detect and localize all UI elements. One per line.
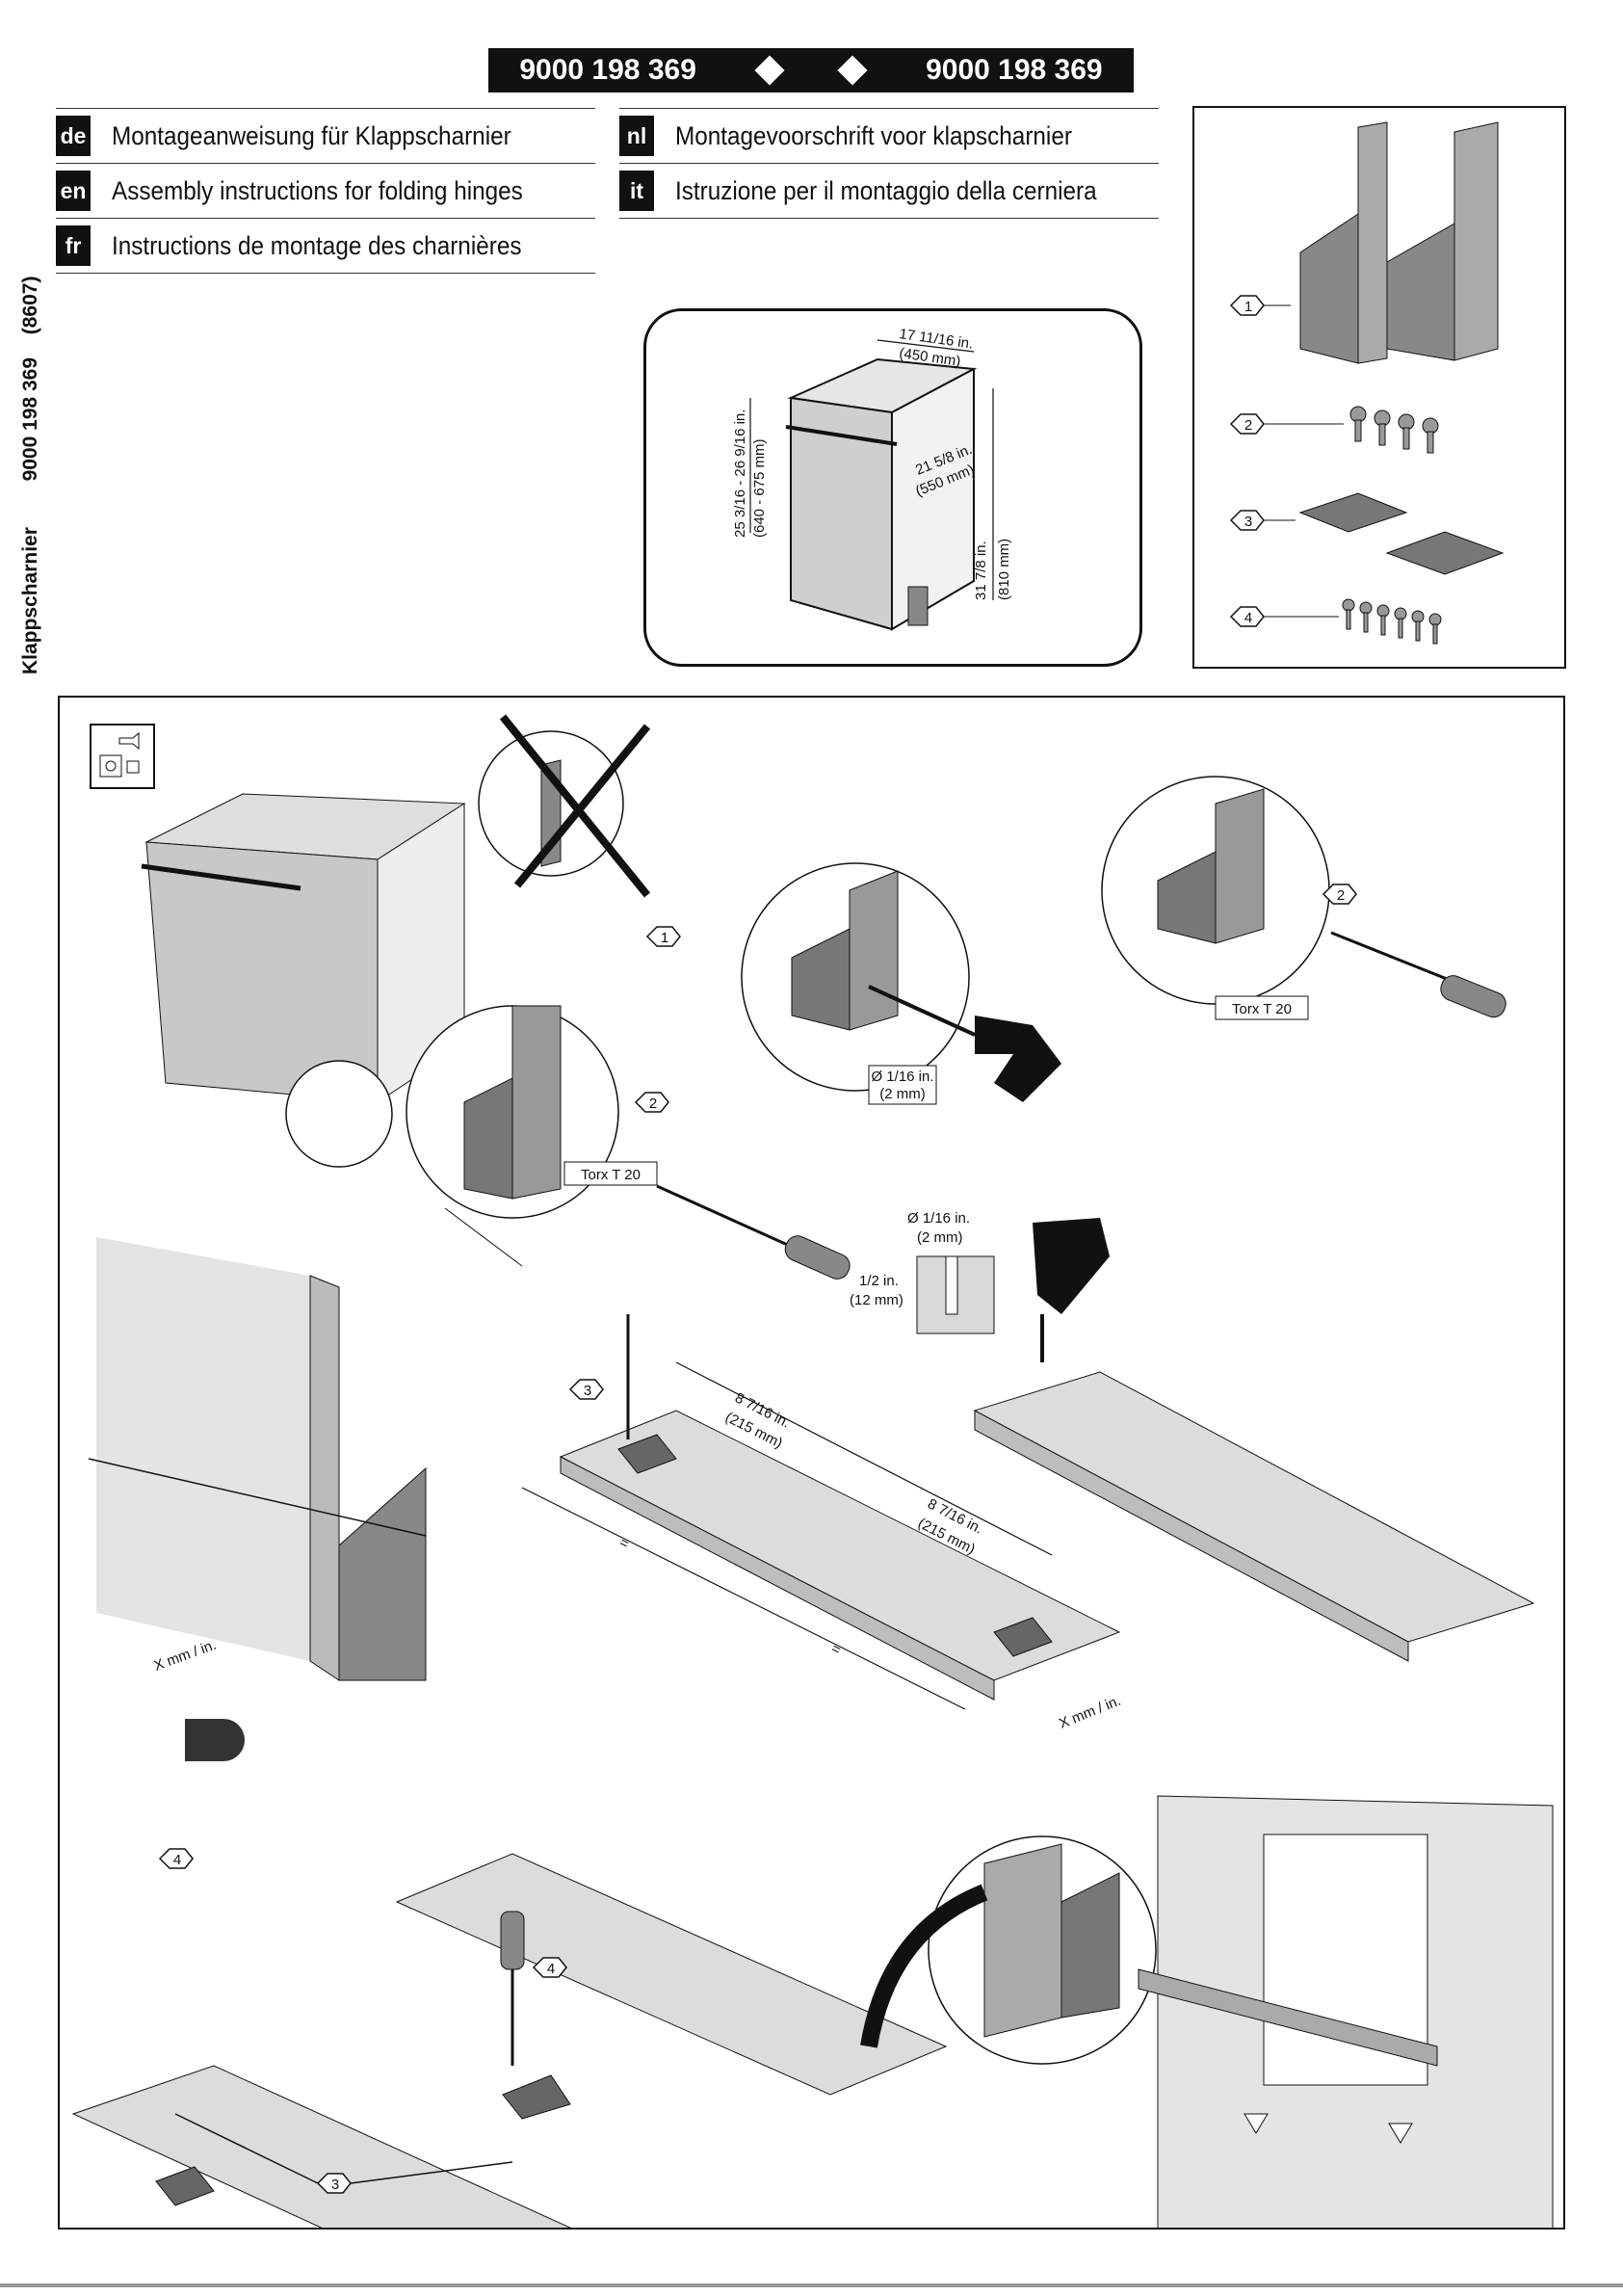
sidebar-label: Klappscharnier 9000 198 369 (8607) (19, 277, 42, 674)
step-callout-1: 1 (645, 926, 681, 947)
dim-range-mm: (640 - 675 mm) (751, 438, 768, 538)
language-row-it: it Istruzione per il montaggio della cer… (619, 164, 1159, 219)
step-callout-2b: 2 (1322, 884, 1357, 905)
language-code: it (619, 171, 654, 211)
svg-text:4: 4 (173, 1852, 181, 1868)
svg-text:4: 4 (547, 1961, 555, 1977)
torx-label-2: Torx T 20 (1232, 1001, 1292, 1017)
parts-illustration: 1 2 3 4 (1229, 121, 1505, 645)
part-callout-4: 4 (1229, 606, 1339, 627)
dim-height-mm: (810 mm) (996, 539, 1012, 600)
part-callout-2: 2 (1229, 413, 1344, 435)
step-callout-2a: 2 (634, 1092, 669, 1113)
step-callout-4b: 4 (532, 1957, 567, 1978)
dishwasher-dimensions-illustration: 17 11/16 in. (450 mm) 21 5/8 in. (550 mm… (732, 326, 1012, 631)
equal-mark-1: = (616, 1534, 632, 1552)
equal-mark-2: = (828, 1640, 844, 1658)
drill-diameter-box (868, 1065, 937, 1105)
drill-depth-mm: (12 mm) (850, 1292, 903, 1308)
parts-box: 1 2 3 4 (1192, 106, 1566, 669)
language-row-nl: nl Montagevoorschrift voor klapscharnier (619, 108, 1159, 164)
drill-diameter-in: Ø 1/16 in. (871, 1069, 933, 1085)
svg-text:2: 2 (1337, 887, 1345, 904)
drill-diameter-mm: (2 mm) (879, 1086, 926, 1102)
language-code: en (56, 171, 91, 211)
svg-text:1: 1 (1244, 299, 1252, 315)
language-title: Assembly instructions for folding hinges (112, 175, 523, 205)
language-code: fr (56, 225, 91, 266)
sidebar-code: 9000 198 369 (19, 356, 41, 482)
language-code: de (56, 116, 91, 156)
drill-diameter2-in: Ø 1/16 in. (907, 1210, 970, 1227)
language-title: Instructions de montage des charnières (112, 230, 522, 260)
part-number-right: 9000 198 369 (926, 54, 1103, 86)
svg-text:4: 4 (1244, 610, 1252, 626)
diamond-icon (837, 55, 868, 86)
part-number-bar: 9000 198 369 9000 198 369 (488, 48, 1134, 92)
language-row-en: en Assembly instructions for folding hin… (56, 164, 595, 219)
language-title: Istruzione per il montaggio della cernie… (675, 175, 1097, 205)
language-row-de: de Montageanweisung für Klappscharnier (56, 108, 595, 164)
assembly-steps-illustration: 1 2 Torx T 20 Ø 1/16 in. (2 mm) 2 Torx T… (71, 714, 1554, 2296)
language-list-right: nl Montagevoorschrift voor klapscharnier… (619, 108, 1159, 219)
dim-range-in: 25 3/16 - 26 9/16 in. (732, 409, 748, 538)
dim-height-in: 31 7/8 in. (973, 541, 989, 600)
svg-text:2: 2 (1244, 417, 1252, 434)
step-callout-3b: 3 (174, 2113, 513, 2194)
language-row-fr: fr Instructions de montage des charnière… (56, 219, 595, 274)
page-bottom-rule (0, 2283, 1623, 2287)
dimensions-panel: 17 11/16 in. (450 mm) 21 5/8 in. (550 mm… (643, 308, 1142, 667)
part-callout-3: 3 (1229, 510, 1296, 531)
svg-text:3: 3 (1244, 514, 1252, 530)
torx-label-2-box (1215, 995, 1309, 1020)
unplug-icon (90, 724, 155, 789)
language-title: Montagevoorschrift voor klapscharnier (675, 120, 1072, 150)
part-number-left: 9000 198 369 (519, 54, 696, 86)
instruction-panel: 1 2 Torx T 20 Ø 1/16 in. (2 mm) 2 Torx T… (58, 696, 1565, 2296)
x-measure-label-1: X mm / in. (152, 1637, 219, 1675)
drill-depth-in: 1/2 in. (859, 1273, 899, 1289)
svg-text:1: 1 (661, 930, 668, 946)
svg-text:2: 2 (649, 1095, 657, 1112)
step-callout-4a: 4 (158, 1848, 194, 1869)
x-measure-label-2: X mm / in. (1057, 1693, 1123, 1732)
svg-text:3: 3 (331, 2177, 339, 2193)
drill-diameter2-mm: (2 mm) (917, 1229, 963, 1246)
diamond-icon (754, 55, 785, 86)
sidebar-title: Klappscharnier (19, 527, 41, 674)
language-list-left: de Montageanweisung für Klappscharnier e… (56, 108, 595, 274)
svg-text:3: 3 (584, 1383, 591, 1399)
torx-label-1-box (563, 1161, 658, 1186)
part-callout-1: 1 (1229, 295, 1291, 316)
torx-label-1: Torx T 20 (581, 1167, 641, 1183)
language-code: nl (619, 116, 654, 156)
step-callout-3a: 3 (568, 1379, 604, 1400)
sidebar-revision: (8607) (19, 276, 41, 335)
language-title: Montageanweisung für Klappscharnier (112, 120, 511, 150)
